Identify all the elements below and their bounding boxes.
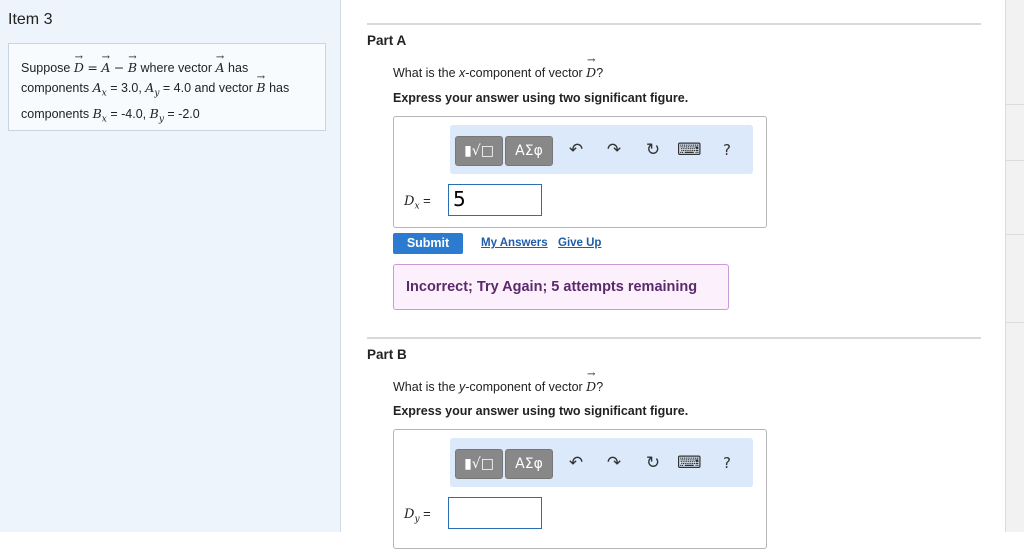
submit-button[interactable]: Submit: [393, 233, 463, 254]
vector-d: D: [586, 55, 596, 80]
my-answers-link[interactable]: My Answers: [481, 237, 548, 249]
dy-label: Dy =: [404, 506, 431, 525]
keyboard-icon[interactable]: ⌨: [677, 453, 702, 473]
problem-text: has: [228, 61, 249, 75]
by-value: = -2.0: [167, 106, 200, 121]
item-title: Item 3: [8, 11, 53, 28]
part-a-title: Part A: [367, 33, 407, 48]
left-panel: Item 3 Suppose D = A − B where vector A …: [0, 0, 341, 532]
part-b-answer-box: ▮√□ ΑΣφ ↶ ↷ ↻ ⌨ ? Dy =: [393, 429, 767, 549]
math-toolbar: ▮√□ ΑΣφ ↶ ↷ ↻ ⌨ ?: [450, 438, 753, 487]
problem-text: Suppose: [21, 61, 71, 75]
vector-d: D: [74, 48, 84, 78]
reset-icon[interactable]: ↻: [645, 453, 661, 473]
right-scroll-panel: [1005, 0, 1024, 532]
redo-icon[interactable]: ↷: [606, 140, 622, 160]
templates-button[interactable]: ▮√□: [455, 136, 503, 166]
bx-value: = -4.0,: [110, 106, 147, 121]
redo-icon[interactable]: ↷: [606, 453, 622, 473]
ay-symbol: Ay: [145, 80, 160, 99]
by-symbol: By: [149, 105, 164, 125]
vector-b: B: [256, 68, 265, 98]
templates-button[interactable]: ▮√□: [455, 449, 503, 479]
greek-symbols-button[interactable]: ΑΣφ: [505, 136, 553, 166]
help-button[interactable]: ?: [723, 454, 731, 472]
feedback-message: Incorrect; Try Again; 5 attempts remaini…: [393, 264, 729, 310]
dx-answer-input[interactable]: 5: [448, 184, 542, 216]
part-a-answer-box: ▮√□ ΑΣφ ↶ ↷ ↻ ⌨ ? Dx = 5: [393, 116, 767, 228]
undo-icon[interactable]: ↶: [568, 140, 584, 160]
part-a-question: What is the x-component of vector D?: [393, 55, 603, 80]
part-a-instruction: Express your answer using two significan…: [393, 91, 689, 105]
part-b-title: Part B: [367, 347, 407, 362]
keyboard-icon[interactable]: ⌨: [677, 140, 702, 160]
problem-text: components: [21, 106, 90, 121]
undo-icon[interactable]: ↶: [568, 453, 584, 473]
main-content: Part A What is the x-component of vector…: [341, 0, 1005, 549]
ax-value: = 3.0,: [110, 81, 142, 95]
dy-answer-input[interactable]: [448, 497, 542, 529]
problem-text: where vector: [140, 61, 213, 75]
problem-text: has: [269, 81, 290, 95]
part-divider: [367, 337, 981, 339]
greek-symbols-button[interactable]: ΑΣφ: [505, 449, 553, 479]
part-b-instruction: Express your answer using two significan…: [393, 404, 689, 418]
problem-statement: Suppose D = A − B where vector A has com…: [8, 43, 326, 131]
vector-a: A: [216, 48, 225, 78]
vector-b: B: [128, 48, 137, 78]
reset-icon[interactable]: ↻: [645, 140, 661, 160]
part-divider: [367, 23, 981, 25]
dx-label: Dx =: [404, 193, 431, 212]
vector-d: D: [586, 369, 596, 394]
ay-value: = 4.0 and vector: [162, 81, 253, 95]
part-b-question: What is the y-component of vector D?: [393, 369, 603, 394]
problem-text: components: [21, 81, 90, 95]
math-toolbar: ▮√□ ΑΣφ ↶ ↷ ↻ ⌨ ?: [450, 125, 753, 174]
give-up-link[interactable]: Give Up: [558, 237, 602, 249]
bx-symbol: Bx: [92, 105, 107, 125]
ax-symbol: Ax: [92, 80, 107, 99]
help-button[interactable]: ?: [723, 141, 731, 159]
vector-a: A: [101, 48, 110, 78]
